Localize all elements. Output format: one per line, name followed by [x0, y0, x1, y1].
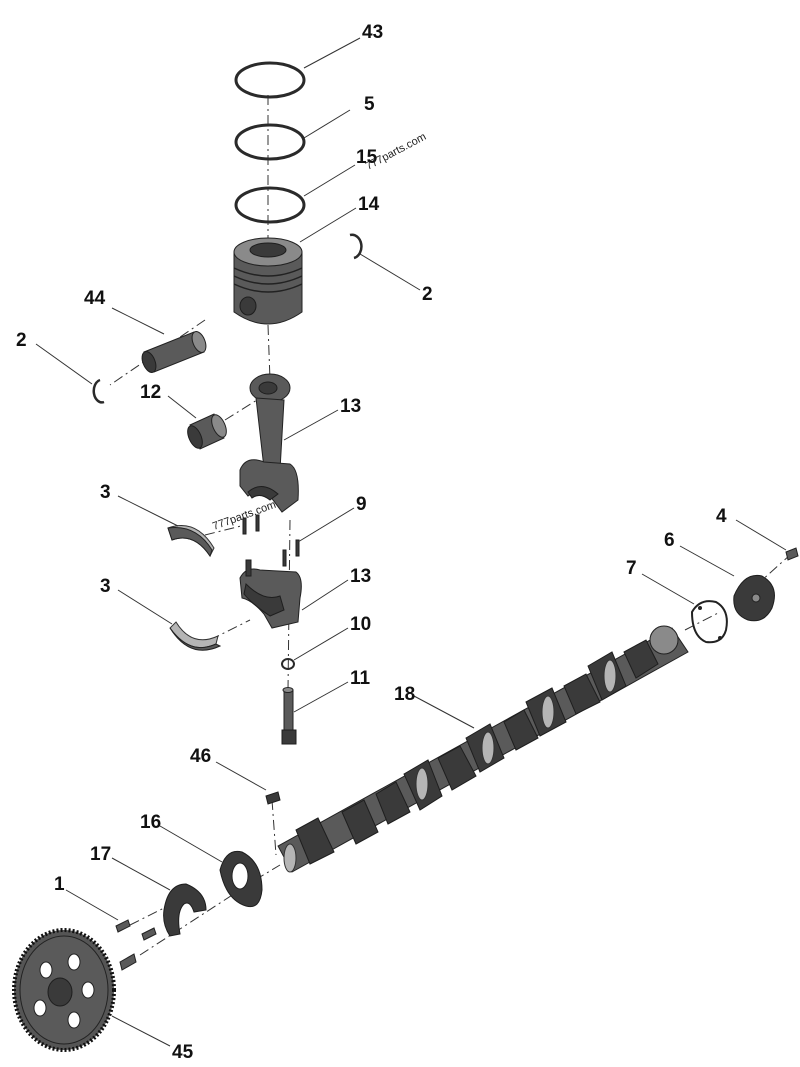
end-cover [733, 574, 775, 622]
callout-12: 12 [140, 382, 161, 403]
callout-13-cap: 13 [350, 566, 371, 587]
rod-bushing [187, 413, 227, 450]
callout-16: 16 [140, 812, 161, 833]
callout-labels: 43 5 15 14 2 44 2 12 13 3 9 3 13 10 11 1… [16, 22, 727, 1063]
callout-14: 14 [358, 194, 380, 215]
callout-45: 45 [172, 1042, 194, 1063]
piston-ring-5 [234, 123, 306, 161]
bearing-shell-lower [169, 621, 222, 651]
callout-1: 1 [54, 874, 65, 895]
leader-lines [35, 37, 787, 1047]
pin-axis [109, 319, 206, 386]
spacer-ring [163, 883, 207, 937]
callout-10: 10 [350, 614, 371, 635]
callout-2-left: 2 [16, 330, 27, 351]
piston-ring-15 [234, 186, 306, 224]
callout-7: 7 [626, 558, 637, 579]
bushing-axis [224, 394, 266, 421]
piston [233, 237, 303, 325]
cover-gasket [690, 600, 728, 644]
callout-18: 18 [394, 684, 415, 705]
callout-3-lower: 3 [100, 576, 111, 597]
key-axis [271, 799, 277, 856]
callout-5: 5 [364, 94, 375, 115]
rod-bolt [281, 687, 297, 745]
callout-9: 9 [356, 494, 367, 515]
callout-17: 17 [90, 844, 111, 865]
callout-44: 44 [84, 288, 106, 309]
callout-4: 4 [716, 506, 727, 527]
dowel-pins [242, 514, 300, 567]
camshaft-gear [12, 928, 116, 1052]
callout-3-upper: 3 [100, 482, 111, 503]
bearing-axis-upper [204, 524, 246, 536]
callout-43: 43 [362, 22, 383, 43]
piston-ring-43 [234, 61, 306, 99]
gear-screws [115, 919, 157, 971]
snap-ring-left [92, 378, 105, 404]
washer [281, 658, 295, 670]
callout-13-rod: 13 [340, 396, 361, 417]
cover-screw [785, 547, 799, 561]
connecting-rod [239, 373, 299, 513]
piston-pin [141, 331, 207, 373]
callout-2-right: 2 [422, 284, 433, 305]
rod-cap [239, 559, 302, 629]
callout-11: 11 [350, 668, 371, 689]
cam-axis-rear [684, 611, 721, 631]
callout-6: 6 [664, 530, 675, 551]
rod-axis [267, 324, 271, 381]
thrust-plate [219, 850, 263, 908]
snap-ring-right [349, 233, 363, 260]
callout-46: 46 [190, 746, 211, 767]
bearing-shell-upper [167, 525, 215, 558]
callout-15: 15 [356, 147, 378, 168]
woodruff-key [265, 791, 281, 805]
camshaft [277, 625, 689, 873]
